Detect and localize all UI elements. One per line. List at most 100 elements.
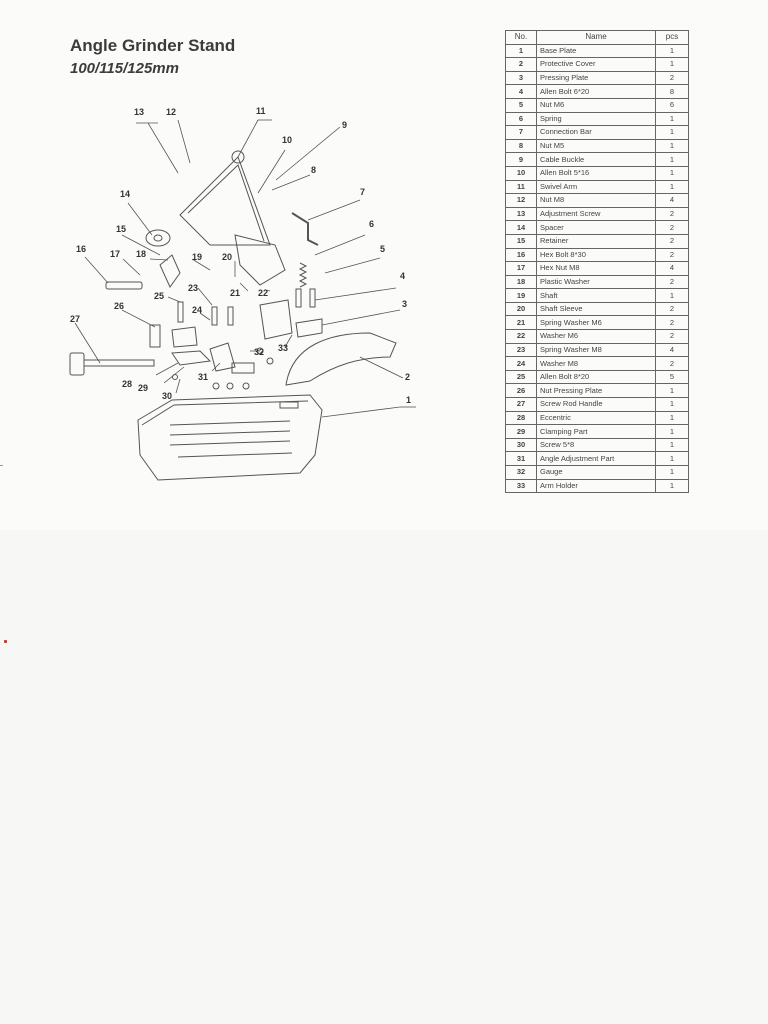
part-number: 27 [505, 397, 537, 412]
part-number: 31 [505, 451, 537, 466]
part-number: 21 [505, 315, 537, 331]
part-name: Base Plate [536, 43, 656, 59]
part-name: Nut M8 [536, 193, 656, 208]
part-quantity: 6 [655, 97, 689, 113]
part-quantity: 1 [655, 437, 689, 453]
part-name: Swivel Arm [536, 179, 656, 195]
callout-19: 19 [192, 252, 202, 262]
part-name: Protective Cover [536, 57, 656, 72]
part-name: Pressing Plate [536, 70, 656, 86]
part-number: 18 [505, 274, 537, 290]
part-quantity: 1 [655, 125, 689, 140]
part-number: 6 [505, 111, 537, 127]
part-name: Hex Bolt 8*30 [536, 247, 656, 263]
callout-20: 20 [222, 252, 232, 262]
part-name: Retainer [536, 233, 656, 249]
part-number: 23 [505, 342, 537, 358]
spring-shape [298, 262, 308, 288]
callout-28: 28 [122, 379, 132, 389]
part-quantity: 2 [655, 206, 689, 222]
part-quantity: 8 [655, 84, 689, 99]
part-name: Cable Buckle [536, 152, 656, 167]
part-name: Nut M6 [536, 97, 656, 113]
part-name: Allen Bolt 6*20 [536, 84, 656, 99]
part-quantity: 1 [655, 179, 689, 195]
callout-8: 8 [311, 165, 316, 175]
callout-14: 14 [120, 189, 130, 199]
part-number: 22 [505, 329, 537, 344]
page-subtitle: 100/115/125mm [70, 60, 179, 77]
spacer-shape [145, 229, 171, 247]
part-name: Shaft Sleeve [536, 301, 656, 317]
part-number: 29 [505, 424, 537, 439]
part-quantity: 1 [655, 451, 689, 466]
part-quantity: 4 [655, 342, 689, 358]
callout-23: 23 [188, 283, 198, 293]
part-number: 7 [505, 125, 537, 140]
screw-rod-handle-shape [69, 352, 85, 376]
exploded-diagram: 1 2 3 4 5 6 7 8 9 10 11 12 13 14 15 16 1… [69, 106, 416, 481]
callout-2: 2 [405, 372, 410, 382]
callout-24: 24 [192, 305, 202, 315]
part-number: 1 [505, 43, 537, 59]
part-number: 32 [505, 465, 537, 480]
part-quantity: 1 [655, 43, 689, 59]
callout-18: 18 [136, 249, 146, 259]
part-number: 33 [505, 478, 537, 494]
callout-1: 1 [406, 395, 411, 405]
part-number: 2 [505, 57, 537, 72]
part-number: 11 [505, 179, 537, 195]
part-name: Eccentric [536, 410, 656, 426]
part-name: Nut Pressing Plate [536, 383, 656, 399]
scan-edge-mark [0, 465, 3, 466]
part-quantity: 1 [655, 478, 689, 494]
callout-12: 12 [166, 107, 176, 117]
part-name: Spring Washer M8 [536, 342, 656, 358]
callout-10: 10 [282, 135, 292, 145]
callout-30: 30 [162, 391, 172, 401]
part-quantity: 1 [655, 465, 689, 480]
part-quantity: 2 [655, 233, 689, 249]
header-no: No. [505, 30, 537, 45]
part-number: 30 [505, 437, 537, 453]
part-name: Washer M6 [536, 329, 656, 344]
part-quantity: 4 [655, 193, 689, 208]
part-number: 17 [505, 261, 537, 276]
part-number: 16 [505, 247, 537, 263]
part-number: 20 [505, 301, 537, 317]
part-number: 14 [505, 220, 537, 235]
callout-3: 3 [402, 299, 407, 309]
callout-13: 13 [134, 107, 144, 117]
part-name: Spring Washer M6 [536, 315, 656, 331]
callout-17: 17 [110, 249, 120, 259]
part-quantity: 2 [655, 356, 689, 371]
callout-26: 26 [114, 301, 124, 311]
part-name: Spacer [536, 220, 656, 235]
part-quantity: 1 [655, 288, 689, 303]
part-quantity: 1 [655, 165, 689, 181]
callout-32: 32 [254, 347, 264, 357]
callout-16: 16 [76, 244, 86, 254]
callout-31: 31 [198, 372, 208, 382]
callout-21: 21 [230, 288, 240, 298]
part-number: 10 [505, 165, 537, 181]
scan-mark [4, 640, 7, 643]
